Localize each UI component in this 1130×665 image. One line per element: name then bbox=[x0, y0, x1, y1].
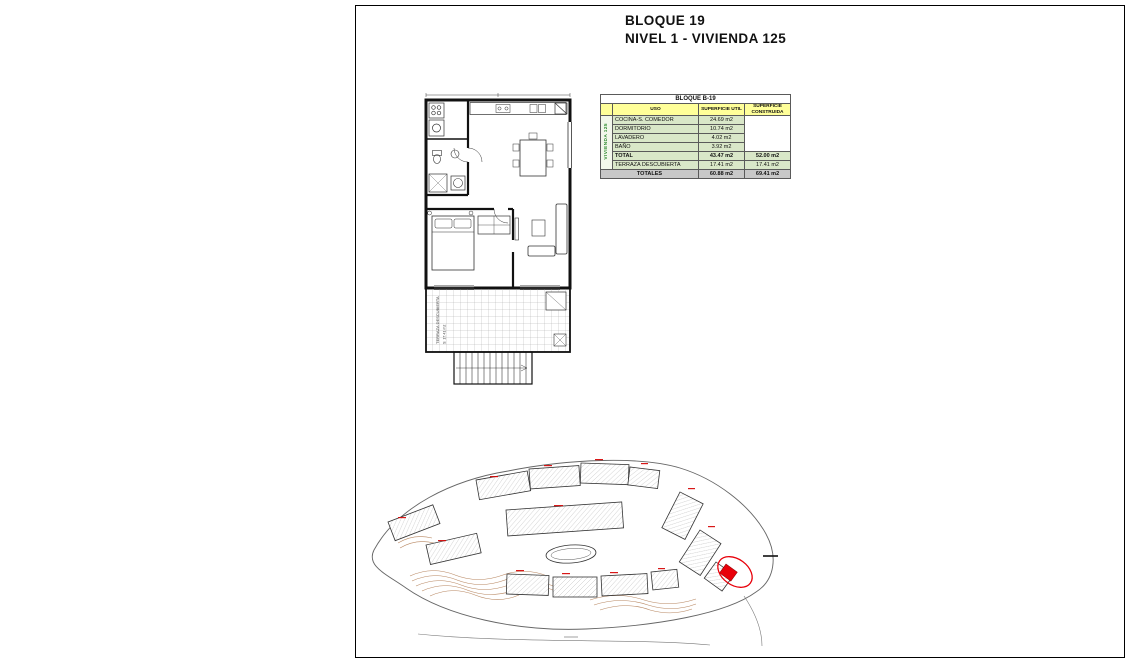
highlighted-unit-125 bbox=[719, 563, 738, 582]
terrain-boundary bbox=[371, 459, 774, 647]
dining-table bbox=[512, 132, 554, 177]
cell-util: 24.69 m2 bbox=[698, 115, 745, 126]
side-label-vivienda: VIVIENDA 125 bbox=[600, 115, 613, 171]
wardrobe bbox=[477, 215, 511, 235]
table-row-terraza: TERRAZA DESCUBIERTA 17.41 m2 17.41 m2 bbox=[601, 160, 792, 171]
table-row-total: TOTAL 43.47 m2 52.00 m2 bbox=[601, 151, 792, 162]
title-bloque: BLOQUE 19 bbox=[625, 13, 706, 28]
table-title-row: BLOQUE B-19 bbox=[599, 94, 792, 104]
header-corner bbox=[600, 102, 613, 117]
stairs bbox=[453, 351, 533, 385]
title-nivel-vivienda: NIVEL 1 - VIVIENDA 125 bbox=[625, 30, 787, 46]
sheet-border bbox=[355, 5, 1125, 658]
cell-construida: 17.41 m2 bbox=[743, 160, 792, 171]
cell-uso: TOTAL bbox=[612, 151, 699, 162]
buildings bbox=[387, 462, 735, 598]
cell-util: 10.74 m2 bbox=[698, 124, 745, 135]
sofa bbox=[514, 203, 568, 257]
area-table: BLOQUE B-19 USO SUPERFICIE UTIL SUPERFIC… bbox=[599, 94, 792, 180]
table-row-totales: TOTALES 60.88 m2 69.41 m2 bbox=[600, 169, 792, 180]
highlight-circle bbox=[717, 556, 753, 588]
cell-uso: BAÑO bbox=[612, 142, 699, 153]
block-labels bbox=[398, 459, 715, 575]
pool bbox=[545, 544, 597, 564]
cell-totales-util: 60.88 m2 bbox=[698, 169, 745, 180]
header-uso: USO bbox=[612, 102, 699, 117]
cell-uso: COCINA-S. COMEDOR bbox=[612, 115, 699, 126]
door-swings bbox=[453, 147, 509, 224]
terrace: TERRAZA DESCUBIERTA S: 17.41 m2 bbox=[425, 287, 571, 353]
cell-construida: 52.00 m2 bbox=[743, 151, 792, 162]
cell-util: 43.47 m2 bbox=[698, 151, 745, 162]
terrace-label: TERRAZA DESCUBIERTA bbox=[435, 296, 440, 344]
bed bbox=[427, 210, 475, 271]
table-header-row: USO SUPERFICIE UTIL SUPERFICIE CONSTRUID… bbox=[600, 102, 792, 117]
table-row-cocina: VIVIENDA 125 COCINA-S. COMEDOR 24.69 m2 bbox=[600, 115, 792, 171]
side-label-text: VIVIENDA 125 bbox=[603, 123, 609, 160]
cell-uso: DORMITORIO bbox=[612, 124, 699, 135]
cell-util: 17.41 m2 bbox=[698, 160, 745, 171]
cell-uso: TERRAZA DESCUBIERTA bbox=[612, 160, 699, 171]
cell-totales-label: TOTALES bbox=[600, 169, 699, 180]
site-plan bbox=[371, 459, 778, 647]
terrace-area-label: S: 17.41 m2 bbox=[443, 325, 447, 344]
drawing-title: BLOQUE 19 NIVEL 1 - VIVIENDA 125 bbox=[625, 12, 786, 47]
header-superficie-construida: SUPERFICIE CONSTRUIDA bbox=[743, 102, 792, 117]
cell-uso: LAVADERO bbox=[612, 133, 699, 144]
walls bbox=[424, 98, 572, 290]
table-title: BLOQUE B-19 bbox=[599, 94, 792, 104]
apartment-floor-plan: TERRAZA DESCUBIERTA S: 17.41 m2 bbox=[424, 93, 573, 385]
cell-util: 4.02 m2 bbox=[698, 133, 745, 144]
bathroom-fixtures bbox=[428, 149, 466, 193]
kitchen-fixtures bbox=[428, 102, 568, 137]
windows bbox=[434, 122, 573, 291]
cell-totales-construida: 69.41 m2 bbox=[743, 169, 792, 180]
dimension-lines bbox=[425, 93, 571, 97]
cell-construida-empty bbox=[743, 115, 792, 153]
header-superficie-util: SUPERFICIE UTIL bbox=[698, 102, 745, 117]
cell-util: 3.92 m2 bbox=[698, 142, 745, 153]
